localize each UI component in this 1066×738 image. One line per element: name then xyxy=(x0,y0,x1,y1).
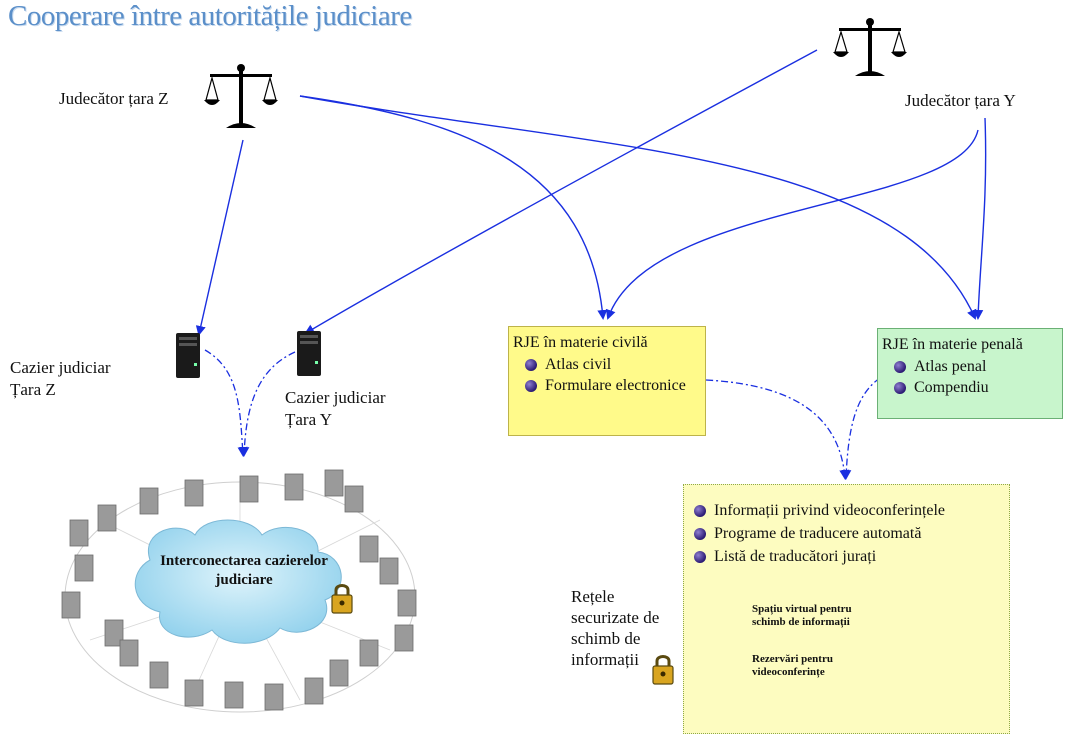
arrow-judge-y-to-registry-y xyxy=(304,49,818,335)
list-item: Compendiu xyxy=(894,377,1062,398)
bullet-icon xyxy=(894,360,906,373)
cloud-text-reservations: Rezervări pentru videoconferințe xyxy=(752,653,833,679)
list-item: Programe de traducere automată xyxy=(694,522,1009,545)
page-title: Cooperare între autoritățile judiciare xyxy=(8,0,412,32)
judge-z-label: Judecător țara Z xyxy=(59,89,169,108)
arrow-registry-z-to-network xyxy=(204,349,248,457)
arrow-judge-z-to-registry-z xyxy=(195,139,244,336)
penal-box-list: Atlas penal Compendiu xyxy=(878,356,1062,398)
judge-y-label: Judecător țara Y xyxy=(905,91,1016,110)
secure-line: informații xyxy=(571,650,639,669)
penal-item-label: Compendiu xyxy=(914,379,989,396)
bullet-icon xyxy=(694,550,706,563)
registry-z-line-2: Țara Z xyxy=(10,380,56,399)
info-item-label: Programe de traducere automată xyxy=(714,525,922,542)
arrow-civil-to-info xyxy=(705,379,850,480)
penal-box-title: RJE în materie penală xyxy=(882,336,1023,353)
cloud-line: videoconferințe xyxy=(752,666,825,678)
list-item: Listă de traducători jurați xyxy=(694,545,1009,568)
registry-y-label: Cazier judiciar Țara Y xyxy=(285,387,386,431)
civil-item-label: Atlas civil xyxy=(545,356,612,373)
secure-line: schimb de xyxy=(571,629,641,648)
info-item-label: Informații privind videoconferințele xyxy=(714,502,946,519)
cloud-line: Rezervări pentru xyxy=(752,653,833,665)
secure-networks-label: Rețele securizate de schimb de informați… xyxy=(571,586,659,670)
civil-network-box: RJE în materie civilă Atlas civil Formul… xyxy=(508,326,706,436)
info-item-label: Listă de traducători jurați xyxy=(714,548,877,565)
civil-item-label: Formulare electronice xyxy=(545,377,686,394)
list-item: Formulare electronice xyxy=(525,375,705,396)
arrow-penal-to-info xyxy=(841,377,881,480)
penal-item-label: Atlas penal xyxy=(914,358,987,375)
dashdot-arrows xyxy=(204,349,881,480)
list-item: Atlas civil xyxy=(525,354,705,375)
server-icon-y xyxy=(297,331,321,376)
network-label-line: judiciare xyxy=(215,572,273,588)
network-cloud xyxy=(134,519,342,644)
list-item: Atlas penal xyxy=(894,356,1062,377)
scales-icon-y xyxy=(833,18,907,76)
server-icon-z xyxy=(176,333,200,378)
arrow-registry-y-to-network xyxy=(239,351,296,457)
cloud-text-virtual-space: Spațiu virtual pentru schimb de informaț… xyxy=(752,603,852,629)
penal-network-box: RJE în materie penală Atlas penal Compen… xyxy=(877,328,1063,419)
secure-line: securizate de xyxy=(571,608,660,627)
padlock-icon-secure xyxy=(652,655,674,685)
bullet-icon xyxy=(525,358,537,371)
arrow-judge-z-to-civil xyxy=(299,95,608,320)
registry-y-line-1: Cazier judiciar xyxy=(285,388,386,407)
registry-network-illustration xyxy=(61,469,417,713)
arrow-judge-z-to-penal xyxy=(299,95,977,320)
cloud-line: Spațiu virtual pentru xyxy=(752,603,852,615)
civil-box-title: RJE în materie civilă xyxy=(513,334,648,351)
secure-line: Rețele xyxy=(571,587,615,606)
network-label-line: Interconectarea cazierelor xyxy=(160,553,328,569)
network-label: Interconectarea cazierelor judiciare xyxy=(148,552,340,590)
info-box-list: Informații privind videoconferințele Pro… xyxy=(684,499,1009,568)
list-item: Informații privind videoconferințele xyxy=(694,499,1009,522)
scales-icon-z xyxy=(204,64,278,128)
bullet-icon xyxy=(525,379,537,392)
padlock-icon-network xyxy=(331,584,353,614)
bullet-icon xyxy=(894,381,906,394)
registry-z-line-1: Cazier judiciar xyxy=(10,358,111,377)
information-services-box: Informații privind videoconferințele Pro… xyxy=(683,484,1010,734)
civil-box-list: Atlas civil Formulare electronice xyxy=(509,354,705,396)
cloud-line: schimb de informații xyxy=(752,616,850,628)
arrow-judge-y-to-civil xyxy=(605,129,979,320)
solid-arrows xyxy=(195,49,987,336)
registry-z-label: Cazier judiciar Țara Z xyxy=(10,357,111,401)
bullet-icon xyxy=(694,527,706,540)
bullet-icon xyxy=(694,504,706,517)
registry-y-line-2: Țara Y xyxy=(285,410,333,429)
arrow-judge-y-to-penal xyxy=(973,117,987,320)
